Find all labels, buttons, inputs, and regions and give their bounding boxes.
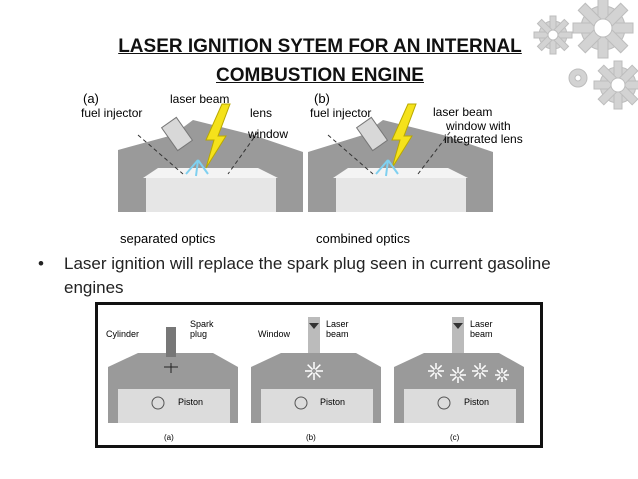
title-line-1: LASER IGNITION SYTEM FOR AN INTERNAL (118, 36, 522, 57)
tag-b: (b) (314, 91, 330, 106)
label-laser-c: Laser (470, 319, 493, 329)
panel-laser-window: Laser beam Window Piston (b) (251, 317, 381, 442)
tag-a: (a) (83, 91, 99, 106)
fuel-spray-a (185, 159, 209, 177)
fuel-injector-a (160, 116, 194, 152)
ignition-burst-c3 (472, 363, 488, 379)
label-beam-c: beam (470, 329, 493, 339)
label-laser-beam-b: laser beam (433, 105, 492, 119)
guide-line-b1 (327, 134, 374, 175)
label-beam-b: beam (326, 329, 349, 339)
caption-c: (c) (450, 433, 460, 442)
label-window-a: window (247, 127, 288, 141)
ignition-burst-c4 (495, 368, 509, 382)
bullet-text: Laser ignition will replace the spark pl… (64, 254, 551, 297)
panel-combined-optics: (b) fuel injector laser beam window with… (308, 91, 523, 246)
guide-line-b2 (417, 131, 451, 175)
spark-plug-icon (166, 327, 176, 357)
label-window-with: window with (445, 119, 511, 133)
label-window-b: Window (258, 329, 291, 339)
ignition-burst-c2 (450, 367, 466, 383)
bullet-symbol: • (38, 254, 44, 273)
guide-line-a1 (137, 134, 184, 175)
ignition-burst-c1 (428, 363, 444, 379)
piston-b-bottom (261, 389, 373, 423)
ignition-burst-b (305, 362, 323, 380)
label-laser-b: Laser (326, 319, 349, 329)
chamber-b (333, 168, 468, 178)
piston-a (146, 178, 276, 212)
piston-a-bottom (118, 389, 230, 423)
label-laser-beam-a: laser beam (170, 92, 229, 106)
caption-separated-optics: separated optics (120, 231, 216, 246)
label-spark: Spark (190, 319, 214, 329)
label-plug: plug (190, 329, 207, 339)
fuel-spray-b (375, 159, 399, 177)
title-line-2: COMBUSTION ENGINE (216, 65, 424, 86)
laser-beam-b (391, 103, 417, 169)
piston-pin-a (151, 396, 165, 410)
beam-arrow-b (309, 323, 319, 329)
label-piston-b: Piston (320, 397, 345, 407)
piston-c-bottom (404, 389, 516, 423)
laser-beam-a (205, 103, 231, 169)
piston-pin-c (437, 396, 451, 410)
guide-line-a2 (227, 131, 259, 175)
label-lens-a: lens (250, 106, 272, 120)
label-fuel-injector-b: fuel injector (310, 106, 371, 120)
laser-beam-column-c (452, 317, 464, 353)
panel-spark-plug: Cylinder Spark plug Piston (a) (106, 319, 238, 442)
decorative-gears-icon (533, 0, 638, 110)
piston-b (336, 178, 466, 212)
panel-separated-optics: (a) fuel injector laser beam lens window… (81, 91, 303, 246)
label-integrated-lens: integrated lens (444, 132, 523, 146)
caption-combined-optics: combined optics (316, 231, 410, 246)
label-piston-c: Piston (464, 397, 489, 407)
caption-a: (a) (164, 433, 174, 442)
caption-b: (b) (306, 433, 316, 442)
laser-ignition-optics-figure: (a) fuel injector laser beam lens window… (78, 90, 568, 248)
laser-beam-column-b (308, 317, 320, 353)
panel-laser-multipoint: Laser beam Piston (c) (394, 317, 524, 442)
slide-title: LASER IGNITION SYTEM FOR AN INTERNAL COM… (60, 32, 580, 90)
label-fuel-injector-a: fuel injector (81, 106, 142, 120)
beam-arrow-c (453, 323, 463, 329)
fuel-injector-b (355, 116, 389, 152)
label-cylinder: Cylinder (106, 329, 139, 339)
piston-pin-b (294, 396, 308, 410)
chamber-a (143, 168, 278, 178)
spark-vs-laser-figure: Cylinder Spark plug Piston (a) Laser bea… (95, 302, 543, 448)
label-piston-a: Piston (178, 397, 203, 407)
spark-icon (164, 363, 178, 373)
